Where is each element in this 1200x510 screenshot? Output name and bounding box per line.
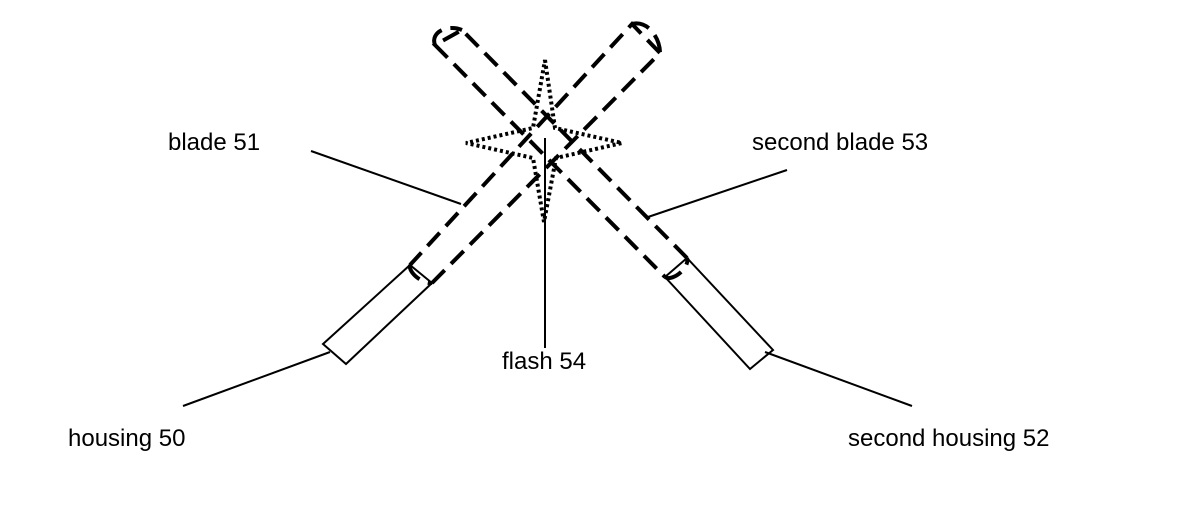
second-housing-52 <box>665 258 773 369</box>
label-housing-50: housing 50 <box>68 425 185 452</box>
right-saber <box>434 28 773 369</box>
label-blade-51: blade 51 <box>168 129 260 156</box>
leader-second-blade-53 <box>648 170 787 217</box>
leader-housing-50 <box>183 352 330 406</box>
label-flash-54: flash 54 <box>502 348 586 375</box>
label-second-blade-53: second blade 53 <box>752 129 928 156</box>
left-saber <box>323 23 660 364</box>
leader-blade-51 <box>311 151 461 204</box>
housing-50 <box>323 265 432 364</box>
leader-second-housing-52 <box>765 352 912 406</box>
label-second-housing-52: second housing 52 <box>848 425 1050 452</box>
blade-51 <box>410 24 660 283</box>
